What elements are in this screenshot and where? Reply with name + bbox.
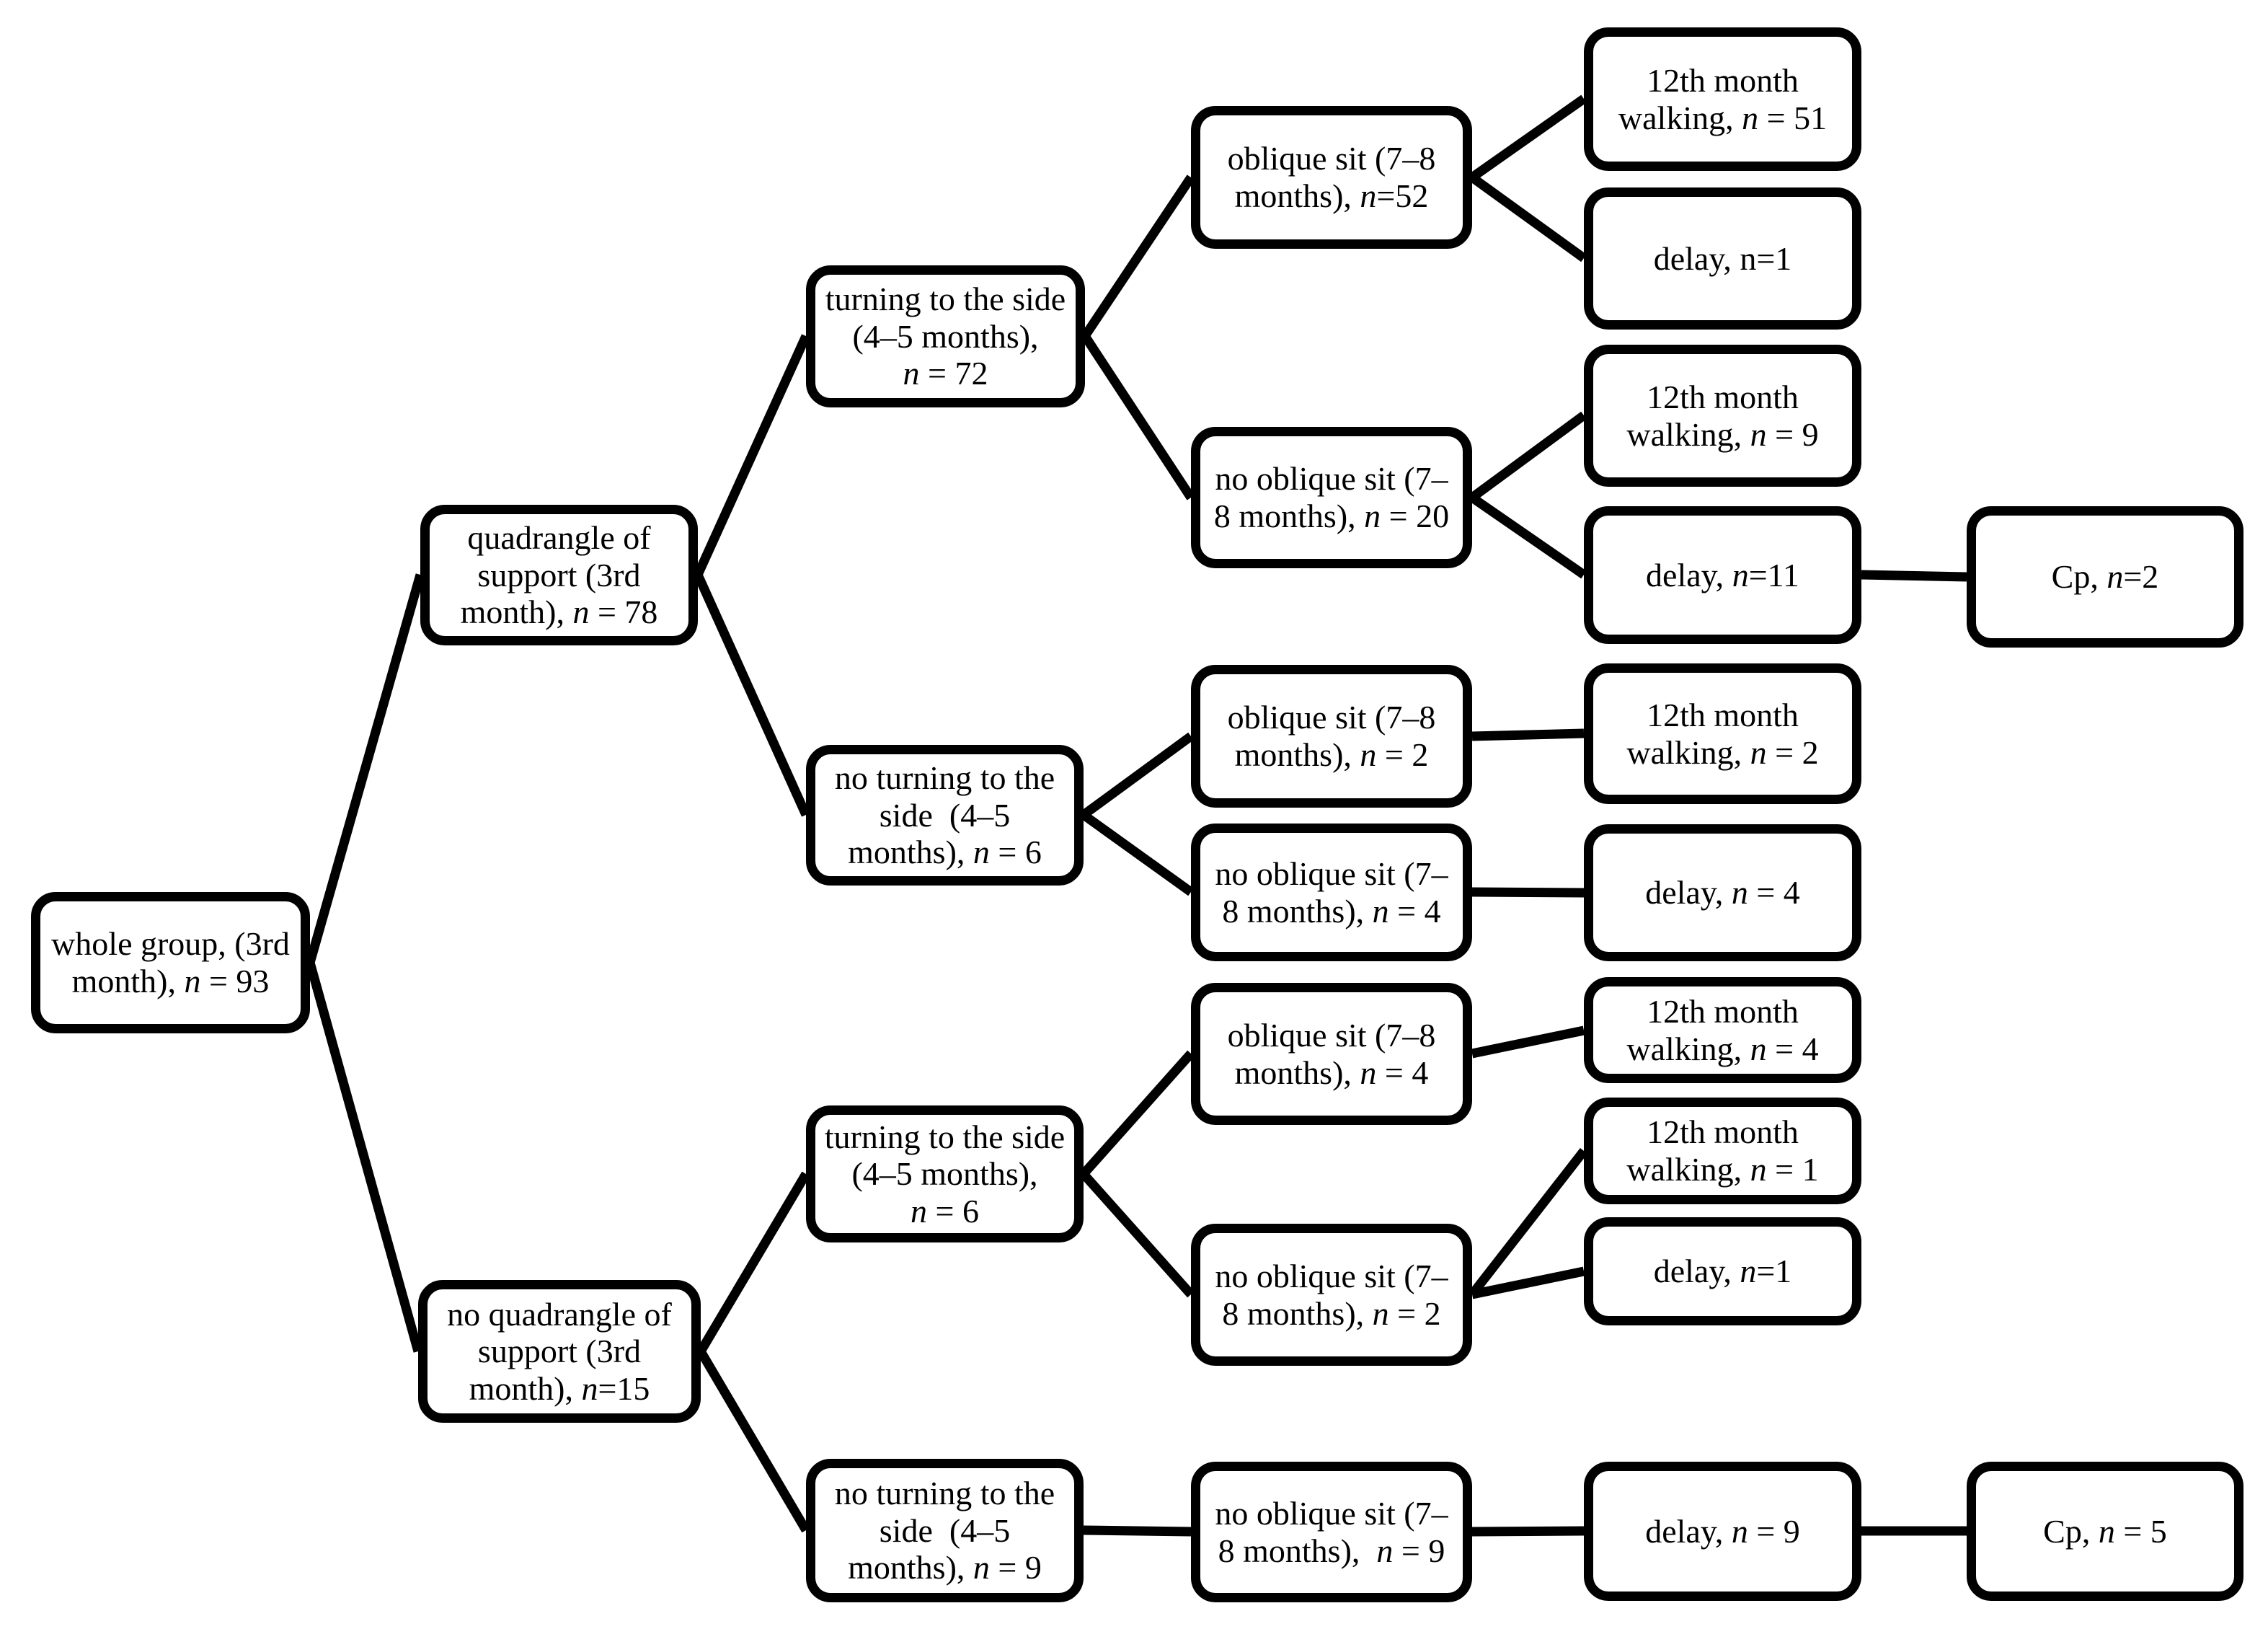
node-delay-n9-label: delay, n = 9 (1645, 1512, 1800, 1550)
node-no-oblique-sit-n4-label: no oblique sit (7–8 months), n = 4 (1215, 855, 1448, 930)
node-turning-to-side-n6-label: turning to the side(4–5 months),n = 6 (824, 1118, 1066, 1230)
node-delay-n1-lower-label: delay, n=1 (1653, 1253, 1792, 1290)
edge-nooblique2-delay1b (1471, 1266, 1585, 1299)
edge-nooblique20-delay11 (1469, 493, 1587, 579)
node-cp-n5: Cp, n = 5 (1967, 1462, 2243, 1601)
edge-nooblique2-walking1 (1468, 1148, 1588, 1297)
edge-noquad-noturning9 (696, 1348, 810, 1533)
edge-turning6-oblique4 (1080, 1050, 1195, 1178)
edge-oblique52-walking51 (1469, 94, 1587, 182)
node-cp-n2: Cp, n=2 (1967, 506, 2243, 648)
edge-root-noquad (305, 961, 423, 1353)
edge-turning72-nooblique20 (1081, 333, 1195, 500)
node-cp-n2-label: Cp, n=2 (2051, 558, 2159, 596)
node-delay-n4: delay, n = 4 (1584, 824, 1861, 961)
node-no-oblique-sit-n2: no oblique sit (7–8 months), n = 2 (1191, 1224, 1472, 1366)
node-delay-n4-label: delay, n = 4 (1645, 874, 1800, 911)
node-no-oblique-sit-n9-label: no oblique sit (7–8 months), n = 9 (1215, 1494, 1448, 1569)
edge-noturning9-nooblique9 (1083, 1525, 1192, 1537)
edge-oblique52-delay1a (1469, 173, 1587, 262)
edge-quad-noturning6 (694, 573, 810, 817)
node-no-oblique-sit-n20-label: no oblique sit (7–8 months), n = 20 (1213, 460, 1450, 534)
node-no-oblique-sit-n9: no oblique sit (7–8 months), n = 9 (1191, 1462, 1472, 1602)
edge-turning6-nooblique2 (1080, 1170, 1195, 1298)
node-delay-n1-top: delay, n=1 (1584, 187, 1861, 330)
node-delay-n1-lower: delay, n=1 (1584, 1217, 1861, 1325)
node-delay-n11-label: delay, n=11 (1646, 556, 1799, 593)
node-turning-to-side-n72-label: turning to the side(4–5 months),n = 72 (825, 281, 1066, 392)
edge-nooblique4-delay4 (1471, 887, 1585, 898)
node-cp-n5-label: Cp, n = 5 (2043, 1512, 2167, 1550)
node-delay-n1-top-label: delay, n=1 (1653, 239, 1792, 277)
node-turning-to-side-n72: turning to the side(4–5 months),n = 72 (806, 265, 1085, 407)
node-delay-n9: delay, n = 9 (1584, 1462, 1861, 1601)
node-turning-to-side-n6: turning to the side(4–5 months),n = 6 (806, 1105, 1084, 1242)
node-no-oblique-sit-n4: no oblique sit (7–8 months), n = 4 (1191, 824, 1472, 961)
node-no-oblique-sit-n20: no oblique sit (7–8 months), n = 20 (1191, 427, 1472, 568)
edge-oblique4-walking4 (1471, 1025, 1585, 1059)
edge-noquad-turning6 (696, 1171, 810, 1354)
edge-delay11-cp2 (1861, 570, 1967, 582)
edge-noturning6-oblique2 (1081, 732, 1194, 819)
edge-nooblique9-delay9 (1471, 1526, 1585, 1537)
node-delay-n11: delay, n=11 (1584, 506, 1861, 644)
edge-nooblique20-walking9 (1469, 411, 1587, 502)
edge-turning72-oblique52 (1081, 175, 1195, 339)
edge-noturning6-nooblique4 (1081, 811, 1194, 896)
edge-oblique2-walking2 (1471, 728, 1585, 741)
edge-quad-turning72 (694, 334, 810, 577)
node-no-oblique-sit-n2-label: no oblique sit (7–8 months), n = 2 (1215, 1257, 1448, 1332)
edge-root-quad (305, 573, 425, 964)
